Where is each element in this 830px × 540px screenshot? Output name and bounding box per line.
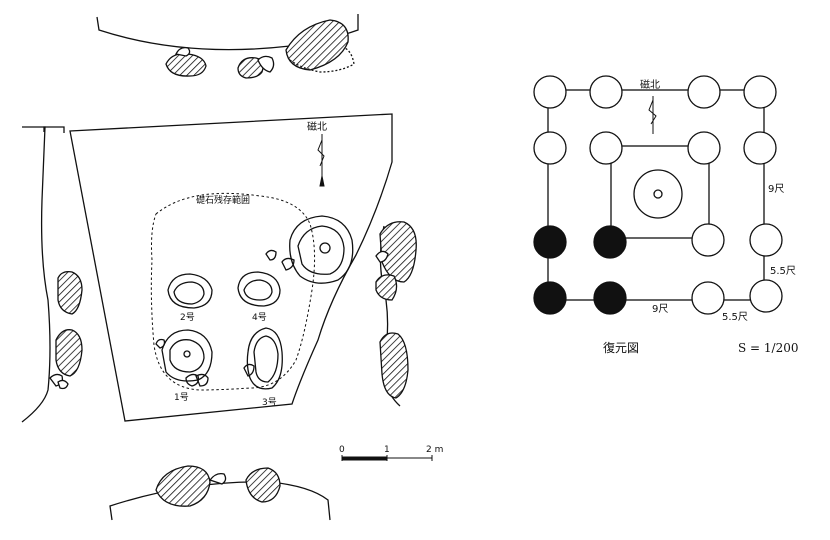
column	[687, 75, 721, 109]
stone-4	[237, 271, 281, 307]
stone-3	[243, 327, 283, 390]
stone-3-label: 3号	[262, 397, 277, 408]
stone-range-label: 礎石残存範囲	[196, 194, 250, 206]
scale-tick-0: 0	[339, 445, 345, 455]
inner-frame	[610, 145, 710, 239]
stone-1-label: 1号	[174, 392, 189, 403]
column	[533, 75, 567, 109]
scale-tick-1: 1	[384, 445, 390, 455]
column	[687, 131, 721, 165]
center-column	[633, 169, 683, 219]
column	[691, 281, 725, 315]
stone-range-outline	[150, 192, 316, 391]
column	[691, 223, 725, 257]
reconstruction-diagram	[533, 75, 783, 315]
left-wall	[21, 126, 83, 423]
recon-north-label: 磁北	[640, 78, 660, 91]
stone-4-label: 4号	[252, 312, 267, 323]
column	[749, 223, 783, 257]
north-arrow-icon	[648, 96, 657, 134]
scale-ratio: S = 1/200	[738, 341, 799, 355]
bottom-wall	[109, 465, 331, 521]
stone-2	[167, 273, 213, 309]
column	[589, 131, 623, 165]
column-confirmed	[533, 225, 567, 259]
stone-2-label: 2号	[180, 312, 195, 323]
dim-bottom-bay-label: 5.5尺	[722, 311, 748, 323]
column	[743, 75, 777, 109]
scale-bar	[341, 455, 433, 461]
column-confirmed	[533, 281, 567, 315]
column	[749, 279, 783, 313]
column	[533, 131, 567, 165]
excavation-boundary	[69, 113, 393, 422]
reconstruction-caption: 復元図	[603, 340, 639, 355]
stone-1	[155, 329, 213, 387]
column	[589, 75, 623, 109]
column	[743, 131, 777, 165]
scale-tick-2: 2 m	[426, 445, 443, 455]
dim-bay-label: 5.5尺	[770, 265, 796, 277]
stone-large-ne	[265, 215, 354, 284]
plan-north-label: 磁北	[307, 120, 327, 133]
top-wall	[96, 14, 359, 79]
excavation-plan	[21, 14, 433, 521]
outer-frame	[547, 89, 765, 301]
column-grid	[533, 75, 783, 315]
dim-bottom-label: 9尺	[652, 303, 668, 315]
north-arrow-icon	[317, 134, 325, 187]
column-confirmed	[593, 225, 627, 259]
column-confirmed	[593, 281, 627, 315]
right-wall	[375, 221, 417, 407]
center-column-core	[653, 189, 663, 199]
dim-side-label: 9尺	[768, 183, 784, 195]
